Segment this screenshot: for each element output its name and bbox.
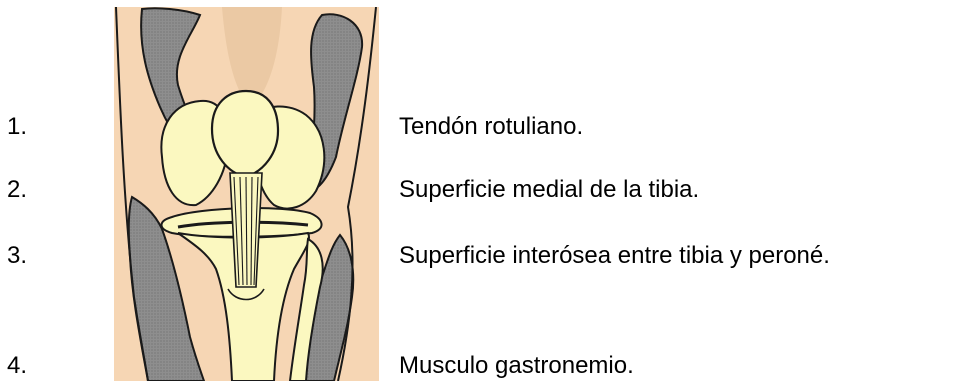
item-label-2: Superficie medial de la tibia.	[399, 176, 699, 204]
item-number-1: 1.	[7, 113, 27, 141]
item-number-2: 2.	[7, 176, 27, 204]
item-label-4: Musculo gastronemio.	[399, 352, 634, 380]
item-label-3: Superficie interósea entre tibia y peron…	[399, 242, 830, 270]
item-number-3: 3.	[7, 242, 27, 270]
knee-illustration	[112, 7, 379, 381]
item-label-1: Tendón rotuliano.	[399, 113, 583, 141]
item-number-4: 4.	[7, 352, 27, 380]
